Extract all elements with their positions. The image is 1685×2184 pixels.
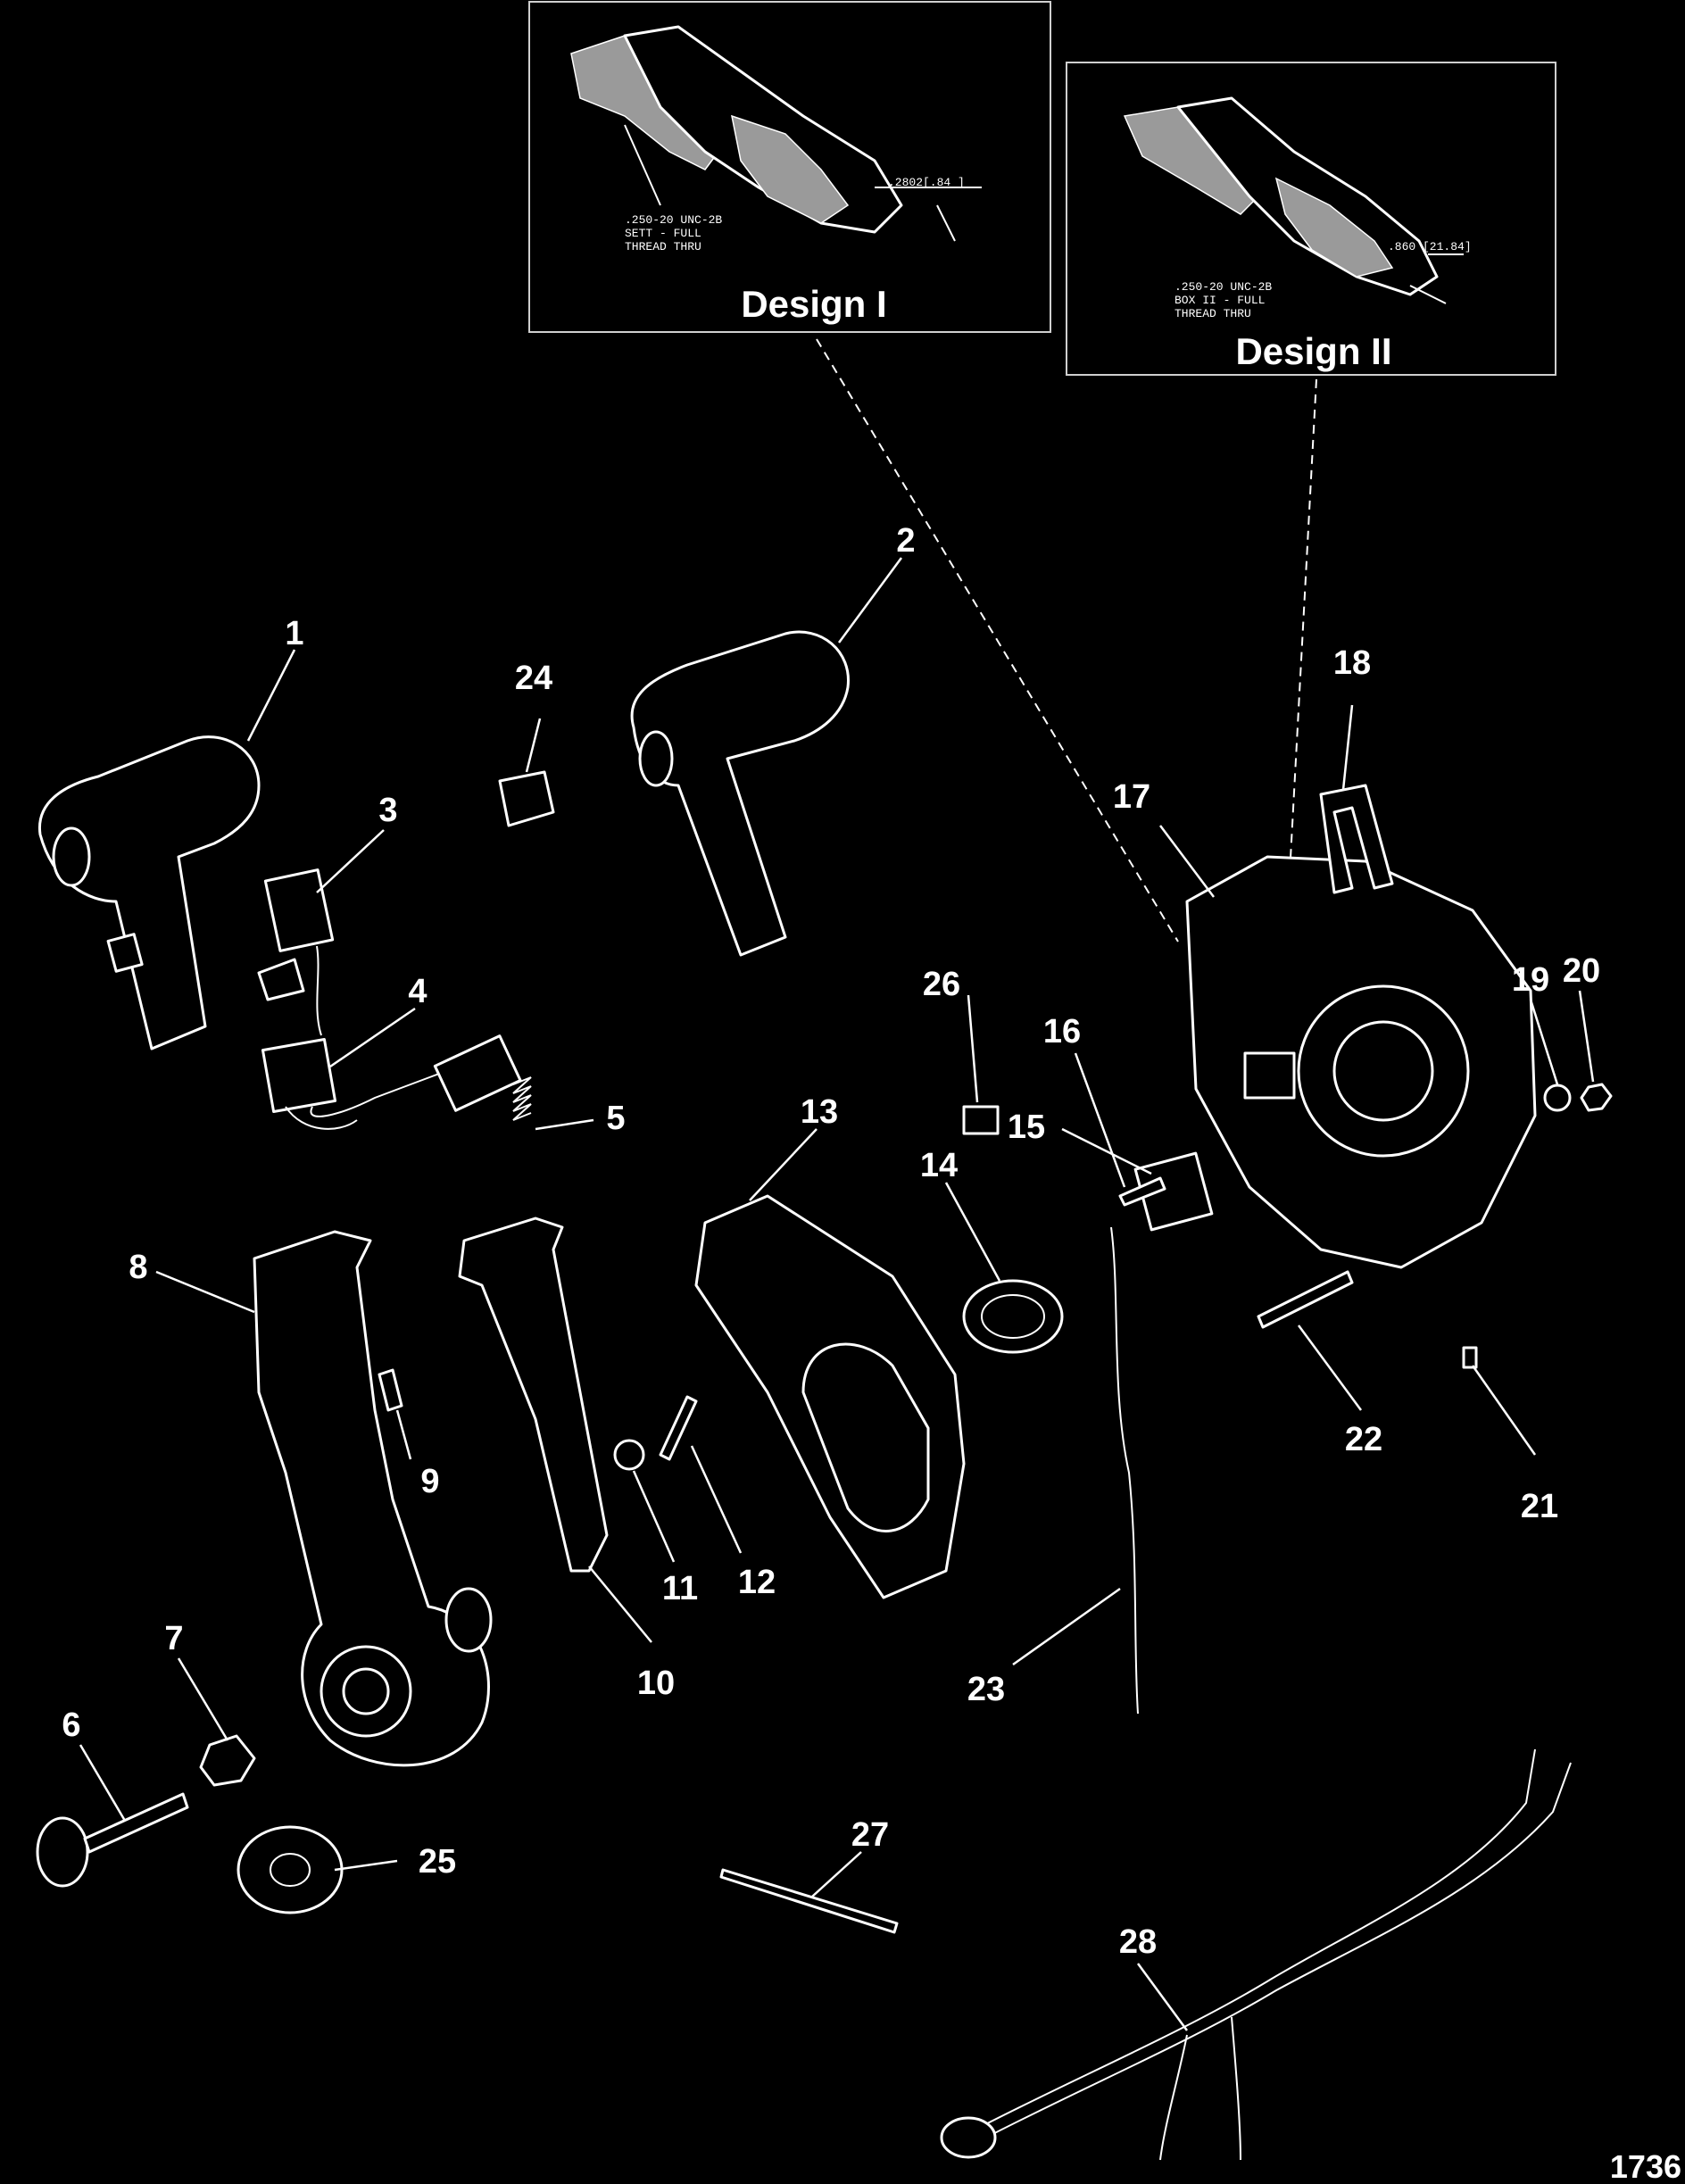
part-28-wiring-harness [940, 1748, 1572, 2161]
part-15-neutral-switch [1133, 1151, 1214, 1232]
design-1-dimension: .2802[.84 ] [888, 176, 965, 189]
callout-23: 23 [967, 1671, 1005, 1708]
part-21-set-screw [1462, 1346, 1478, 1369]
callout-11: 11 [662, 1570, 698, 1607]
callout-14: 14 [920, 1147, 958, 1184]
part-6-knob [36, 1792, 189, 1888]
leader-lines [79, 557, 1595, 2031]
part-3-trim-switch [257, 868, 335, 1036]
design-1-cross-section [570, 25, 982, 242]
design-2-reference-line [1289, 378, 1317, 876]
part-27-cable-tie [719, 1868, 899, 1934]
callout-21: 21 [1521, 1488, 1558, 1525]
part-17-control-housing [1185, 855, 1537, 1269]
design-1-title: Design I [741, 283, 886, 325]
part-26-pad [962, 1105, 1000, 1135]
part-8-control-arm [253, 1230, 493, 1767]
part-14-bushing [962, 1279, 1064, 1354]
design-2-note-line-3: THREAD THRU [1175, 307, 1251, 320]
part-24-clip [498, 770, 555, 827]
callout-25: 25 [419, 1843, 456, 1881]
callout-7: 7 [164, 1620, 183, 1657]
callout-labels: 1 2 3 4 5 6 7 8 9 10 11 12 13 14 15 16 1… [62, 522, 1600, 1961]
callout-20: 20 [1563, 952, 1600, 990]
callout-15: 15 [1008, 1109, 1045, 1146]
figure-number: 1736 [1610, 2148, 1681, 2184]
design-2-note-line-2: BOX II - FULL [1175, 294, 1265, 307]
part-19-washer [1543, 1084, 1572, 1112]
design-1-note-line-3: THREAD THRU [625, 240, 701, 253]
callout-1: 1 [285, 615, 303, 652]
callout-27: 27 [851, 1816, 889, 1854]
part-11-washer [613, 1439, 645, 1471]
part-25-washer [237, 1825, 344, 1914]
inset-design-2: .860 [21.84] .250-20 UNC-2B BOX II - FUL… [1066, 62, 1556, 376]
callout-2: 2 [896, 522, 915, 560]
part-1-handle-left [37, 735, 261, 1050]
inset-design-2-frame [1066, 62, 1556, 376]
callout-5: 5 [606, 1100, 625, 1137]
callout-28: 28 [1119, 1923, 1157, 1961]
callout-12: 12 [738, 1564, 776, 1601]
callout-9: 9 [420, 1463, 439, 1500]
inset-design-1-frame [528, 1, 1051, 333]
part-5-spring [512, 1076, 532, 1121]
callout-13: 13 [801, 1093, 838, 1131]
design-1-note-line-1: .250-20 UNC-2B [625, 213, 722, 227]
part-22-long-bolt [1257, 1270, 1354, 1329]
design-2-dimension: .860 [21.84] [1388, 240, 1472, 253]
callout-10: 10 [637, 1665, 675, 1702]
design-1-note-line-2: SETT - FULL [625, 227, 701, 240]
design-2-title: Design II [1235, 330, 1391, 372]
inset-design-1: .2802[.84 ] .250-20 UNC-2B SETT - FULL T… [528, 1, 1051, 333]
part-20-nut [1580, 1083, 1613, 1112]
part-7-nut [199, 1734, 256, 1787]
callout-6: 6 [62, 1707, 80, 1744]
callout-3: 3 [378, 792, 397, 829]
design-2-cross-section [1123, 96, 1464, 304]
part-4-harness-connector [261, 1034, 522, 1130]
callout-19: 19 [1512, 961, 1549, 999]
callout-16: 16 [1043, 1013, 1081, 1050]
part-2-handle-right [630, 630, 850, 957]
callout-4: 4 [408, 973, 427, 1010]
callout-22: 22 [1345, 1421, 1382, 1458]
part-23-lanyard [1110, 1226, 1139, 1715]
part-12-bolt [659, 1395, 698, 1461]
callout-8: 8 [129, 1249, 147, 1286]
part-18-clip [1319, 784, 1394, 894]
design-2-note-line-1: .250-20 UNC-2B [1175, 280, 1272, 294]
part-16-bolt [1118, 1176, 1166, 1207]
callout-24: 24 [515, 660, 552, 697]
part-9-screw [378, 1368, 403, 1412]
part-13-cover-plate [694, 1194, 966, 1599]
callout-17: 17 [1113, 778, 1150, 816]
callout-18: 18 [1333, 644, 1371, 682]
part-10-lever-arm [458, 1217, 609, 1573]
design-1-reference-line [816, 338, 1179, 943]
callout-26: 26 [923, 966, 960, 1003]
